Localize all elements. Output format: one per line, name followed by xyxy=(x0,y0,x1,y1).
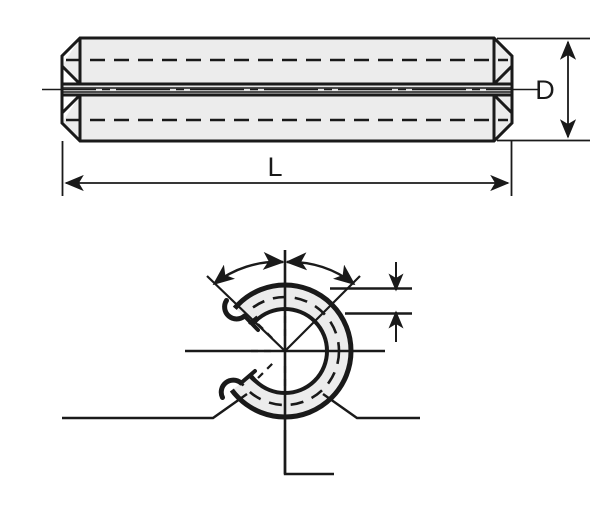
bore-hidden-arc-upper xyxy=(248,312,263,325)
chamfer-left-upper-diagonal xyxy=(60,64,82,86)
gap-radial-line-upper xyxy=(206,275,286,352)
chamfer-right-upper-diagonal xyxy=(492,64,514,86)
leader-line-bottom xyxy=(283,430,334,476)
chamfer-right-lower-diagonal xyxy=(492,93,514,115)
gap-angle-dimension xyxy=(212,251,356,286)
leader-line-left xyxy=(62,393,248,420)
leader-line-right xyxy=(322,393,420,420)
pin-lower-body-fill xyxy=(62,95,512,141)
ring-gap-lower-tip xyxy=(218,377,244,400)
side-elevation-view xyxy=(42,36,540,143)
leader-lines xyxy=(62,393,420,476)
length-label: L xyxy=(267,152,282,182)
cross-section-view xyxy=(185,250,385,474)
center-radial-tick-diag-downleft xyxy=(257,361,275,379)
gap-angle-arc-left xyxy=(212,251,285,286)
wall-thickness-dimension xyxy=(330,262,412,342)
ring-gap-lower-inner-edge xyxy=(239,369,257,385)
length-dimension: L xyxy=(61,141,513,196)
ring-gap-upper-tip xyxy=(222,298,247,322)
bore-hidden-arc-lower xyxy=(249,376,265,389)
gap-angle-arc-right xyxy=(285,252,356,286)
diameter-dimension: D xyxy=(497,37,590,142)
diameter-label: D xyxy=(535,75,555,105)
chamfer-left-lower-diagonal xyxy=(60,93,82,115)
